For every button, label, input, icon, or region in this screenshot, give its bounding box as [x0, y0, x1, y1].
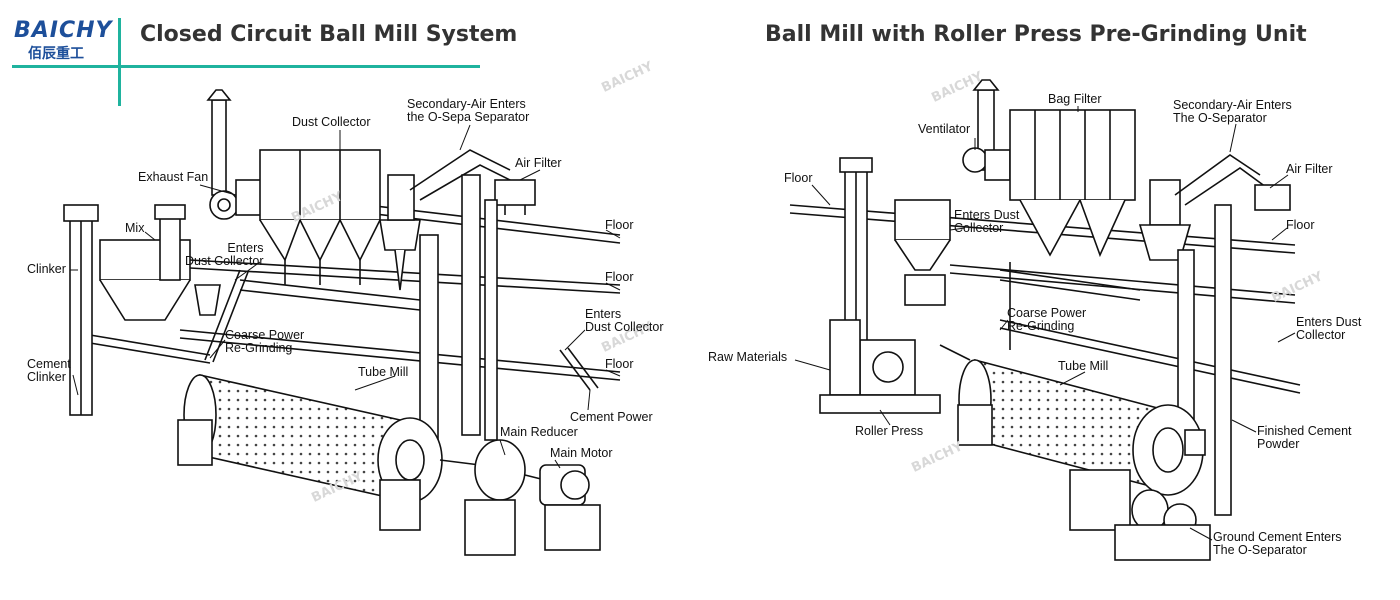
- label-enters-dust-collector-2: Enters Dust Collector: [585, 307, 664, 334]
- left-main-motor: [524, 464, 601, 551]
- logo-wordmark: BAICHY: [14, 18, 113, 43]
- label-coarse-power: Coarse Power Re-Grinding: [225, 328, 305, 355]
- label-cement-clinker: Cement Clinker: [27, 357, 71, 384]
- label-floor-1: Floor: [605, 218, 634, 232]
- label-air-filter: Air Filter: [515, 156, 562, 170]
- right-ventilator: [962, 79, 1011, 181]
- logo-chinese-name: 佰辰重工: [28, 46, 84, 62]
- label-bag-filter: Bag Filter: [1048, 92, 1102, 106]
- accent-line-horizontal: [12, 65, 480, 68]
- label-enters-dust-collector-1: Enters Dust Collector: [185, 241, 264, 268]
- label-floor-2: Floor: [605, 270, 634, 284]
- left-dust-collector: [259, 149, 381, 285]
- label-mix: Mix: [125, 221, 145, 235]
- left-leader-lines: [70, 124, 621, 469]
- right-tube-mill: [957, 358, 1206, 531]
- label-air-filter-right: Air Filter: [1286, 162, 1333, 176]
- right-bag-filter: [1009, 109, 1136, 258]
- left-diagram-title: Closed Circuit Ball Mill System: [140, 22, 518, 47]
- right-drive-unit: [1114, 489, 1211, 561]
- label-secondary-air: Secondary-Air Enters the O-Sepa Separato…: [407, 97, 530, 124]
- right-elevators: [1177, 204, 1232, 516]
- label-tube-mill: Tube Mill: [358, 365, 409, 379]
- label-floor-right-1: Floor: [784, 171, 813, 185]
- right-leader-lines: [794, 106, 1296, 541]
- label-dust-collector: Dust Collector: [292, 115, 371, 129]
- left-elevators: [419, 174, 498, 466]
- label-cement-power: Cement Power: [570, 410, 653, 424]
- label-ventilator: Ventilator: [918, 122, 971, 136]
- right-diagram-title: Ball Mill with Roller Press Pre-Grinding…: [765, 22, 1307, 47]
- left-exhaust-fan: [206, 89, 267, 220]
- label-clinker: Clinker: [27, 262, 66, 276]
- label-main-motor: Main Motor: [550, 446, 613, 460]
- baichy-logo: BAICHY 佰辰重工: [14, 18, 114, 64]
- left-air-filter: [494, 179, 536, 215]
- right-roller-press-system: [789, 79, 1301, 561]
- left-main-reducer: [439, 439, 526, 556]
- left-closed-circuit-system: [63, 89, 621, 556]
- left-mix-hoppers: [99, 204, 221, 321]
- label-enters-dust-collector-right-2: Enters Dust Collector: [1296, 315, 1362, 342]
- right-roller-press: [819, 319, 971, 414]
- label-main-reducer: Main Reducer: [500, 425, 578, 439]
- label-enters-dust-collector-right-1: Enters Dust Collector: [954, 208, 1020, 235]
- label-ground-cement: Ground Cement Enters The O-Separator: [1213, 530, 1342, 557]
- label-floor-right-2: Floor: [1286, 218, 1315, 232]
- label-exhaust-fan: Exhaust Fan: [138, 170, 209, 184]
- label-secondary-air-right: Secondary-Air Enters The O-Separator: [1173, 98, 1292, 125]
- left-o-sepa-separator: [379, 149, 521, 291]
- label-floor-3: Floor: [605, 357, 634, 371]
- left-clinker-elevator: [63, 204, 99, 416]
- left-conveyors: [204, 269, 599, 391]
- left-tube-mill: [177, 374, 443, 531]
- right-o-separator: [1138, 154, 1271, 261]
- label-coarse-power-right: Coarse Power Re-Grinding: [1007, 306, 1087, 333]
- right-small-dust-collector: [894, 199, 951, 306]
- right-conveyors: [999, 262, 1141, 350]
- label-finished-cement: Finished Cement Powder: [1257, 424, 1352, 451]
- label-tube-mill-right: Tube Mill: [1058, 359, 1109, 373]
- right-air-filter: [1254, 184, 1291, 211]
- label-roller-press: Roller Press: [855, 424, 924, 438]
- accent-line-vertical: [118, 18, 121, 106]
- label-raw-materials: Raw Materials: [708, 350, 788, 364]
